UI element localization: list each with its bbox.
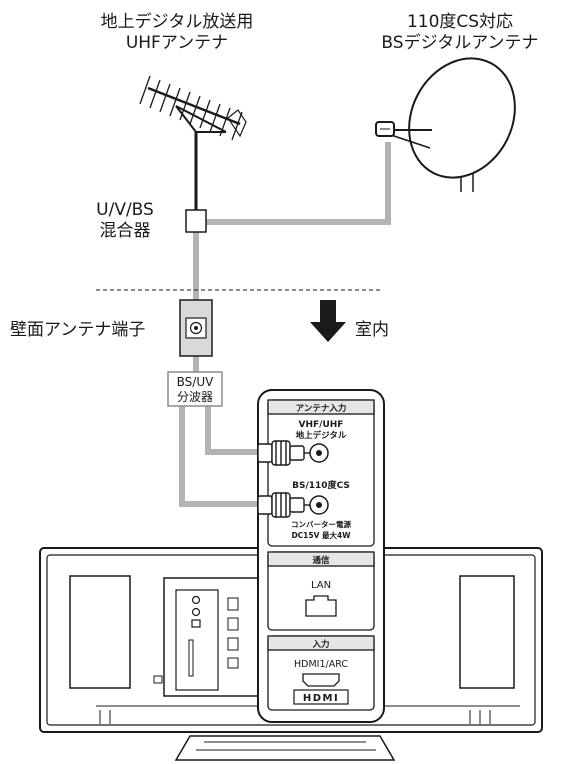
wall-terminal [179, 299, 213, 357]
splitter-label-line1: BS/UV [177, 375, 214, 389]
converter-label-line1: コンバーター電源 [291, 519, 351, 529]
uhf-f-connector [257, 440, 310, 466]
vhf-uhf-label-line1: VHF/UHF [299, 420, 344, 430]
dish-arm-lower [387, 133, 431, 149]
tv-stand [174, 735, 396, 761]
uhf-element-5 [179, 91, 191, 121]
uhf-antenna-label-line2: UHFアンテナ [125, 33, 229, 53]
uhf-boom-lower [175, 105, 227, 133]
comm-section-title: 通信 [312, 555, 330, 566]
rear-port-b [227, 617, 239, 631]
rear-terminal-inner [175, 589, 219, 691]
rear-slot [188, 639, 194, 677]
rear-lan-port [191, 619, 201, 628]
splitter-label-line2: 分波器 [177, 390, 213, 404]
rear-port-a [227, 597, 239, 611]
hdmi-logo-box [293, 689, 349, 705]
splitter-to-uhf-cable [205, 405, 258, 455]
mixer-label-line2: 混合器 [99, 221, 151, 241]
bs-dish-antenna [375, 57, 516, 192]
input-section-title: 入力 [311, 639, 329, 650]
mixer-label: U/V/BS 混合器 [70, 200, 180, 242]
indoor-label: 室内 [355, 320, 389, 340]
bs-antenna-label-line2: BSデジタルアンテナ [381, 33, 539, 53]
bs-cs-label: BS/110度CS [292, 479, 350, 491]
converter-label-line2: DC15V 最大4W [291, 530, 351, 540]
comm-section-header [267, 551, 375, 567]
bs-antenna-label-line1: 110度CS対応 [406, 12, 514, 32]
hdmi-logo: HDMI [303, 693, 339, 704]
mixer-box [185, 209, 207, 233]
hdmi-arc-label: HDMI1/ARC [294, 659, 348, 670]
antenna-cables [179, 142, 391, 507]
input-section-header [267, 635, 375, 651]
uhf-element-8 [209, 103, 221, 133]
vhf-uhf-label-line2: 地上デジタル [296, 430, 347, 441]
rear-port-c [227, 637, 239, 651]
wall-terminal-jack-center [194, 326, 198, 330]
side-small-port [153, 675, 163, 684]
down-arrow [310, 300, 346, 342]
uhf-element-7 [199, 99, 211, 129]
splitter-to-bs-cable [179, 405, 258, 507]
uhf-element-10 [231, 111, 243, 141]
lan-label: LAN [311, 580, 331, 591]
uhf-antenna [139, 75, 247, 141]
uhf-element-4 [169, 87, 181, 117]
uhf-antenna-label-line1: 地上デジタル放送用 [100, 12, 254, 32]
lan-port-icon [305, 595, 337, 617]
uhf-element-6 [189, 95, 201, 125]
bs-antenna-cable [205, 142, 391, 225]
mixer-label-line1: U/V/BS [96, 200, 154, 220]
hdmi-port-icon [302, 673, 340, 687]
uhf-element-2 [149, 79, 161, 109]
left-speaker [69, 575, 131, 689]
bs-antenna-label: 110度CS対応 BSデジタルアンテナ [360, 12, 560, 54]
uhf-element-3 [159, 83, 171, 113]
uhf-element-1 [139, 75, 151, 105]
right-speaker [459, 575, 515, 689]
uhf-element-9 [219, 107, 231, 137]
rear-port-d [227, 657, 239, 669]
antenna-section-header [267, 399, 375, 415]
splitter-box [167, 371, 223, 407]
bs-f-connector [257, 492, 310, 518]
uhf-antenna-label: 地上デジタル放送用 UHFアンテナ [72, 12, 282, 54]
bs-cs-jack-center [316, 502, 322, 508]
antenna-section-title: アンテナ入力 [296, 403, 347, 414]
connection-panel: アンテナ入力 VHF/UHF 地上デジタル BS/110度CS コンバーター電源… [257, 389, 385, 723]
dish-reflector [408, 57, 516, 179]
uhf-mount [175, 105, 226, 133]
vhf-uhf-jack-center [316, 450, 322, 456]
uhf-boom [147, 86, 241, 126]
rear-jack-1 [191, 595, 201, 605]
uhf-reflector [227, 109, 247, 138]
wall-terminal-label: 壁面アンテナ端子 [10, 320, 146, 340]
rear-jack-2 [191, 607, 201, 617]
